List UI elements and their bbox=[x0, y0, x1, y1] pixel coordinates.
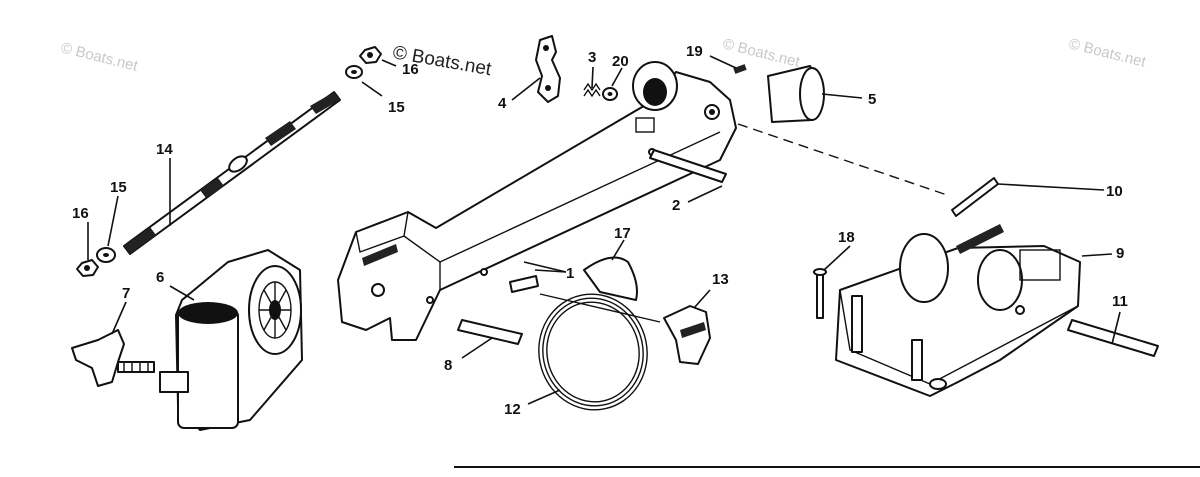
callout-18: 18 bbox=[838, 229, 855, 246]
part-4-hook-latch bbox=[535, 35, 561, 103]
part-7-knob-screw bbox=[71, 329, 155, 387]
callout-9: 9 bbox=[1116, 245, 1124, 262]
main-tilt-arm bbox=[337, 61, 737, 341]
leader-lines bbox=[87, 55, 1121, 405]
callout-15-top: 15 bbox=[388, 99, 405, 116]
callout-20: 20 bbox=[612, 53, 629, 70]
part-15-washer-top bbox=[345, 65, 363, 79]
callout-12: 12 bbox=[504, 401, 521, 418]
part-19-set-screw bbox=[733, 64, 747, 74]
callout-17: 17 bbox=[614, 225, 631, 242]
callout-16-top: 16 bbox=[402, 61, 419, 78]
callout-10: 10 bbox=[1106, 183, 1123, 200]
part-20-washer bbox=[602, 87, 618, 101]
part-15-washer-bottom bbox=[96, 247, 116, 263]
watermark-right: © Boats.net bbox=[1067, 35, 1148, 71]
part-16-nut-bottom bbox=[76, 259, 99, 277]
callout-2: 2 bbox=[672, 197, 680, 214]
part-8-pin bbox=[457, 319, 523, 345]
part-16-nut-top bbox=[359, 46, 382, 64]
callout-11: 11 bbox=[1112, 293, 1128, 310]
part-18-screw bbox=[813, 268, 827, 319]
watermark-small: © Boats.net bbox=[721, 35, 802, 71]
callout-14: 14 bbox=[156, 141, 173, 158]
callout-19: 19 bbox=[686, 43, 703, 60]
part-10-key bbox=[951, 177, 999, 217]
callout-5: 5 bbox=[868, 91, 876, 108]
watermark-left: © Boats.net bbox=[59, 39, 140, 75]
callout-3: 3 bbox=[588, 49, 596, 66]
part-12-cable bbox=[538, 293, 661, 411]
part-6-bracket bbox=[159, 249, 303, 431]
callout-15-bottom: 15 bbox=[110, 179, 127, 196]
part-14-threaded-rod bbox=[123, 91, 341, 255]
callout-7: 7 bbox=[122, 285, 130, 302]
part-2-pin bbox=[649, 149, 727, 183]
part-3-spring bbox=[583, 82, 601, 98]
part-13-handle bbox=[663, 305, 711, 365]
callout-13: 13 bbox=[712, 271, 729, 288]
callout-8: 8 bbox=[444, 357, 452, 374]
part-9-base-assembly bbox=[835, 224, 1081, 397]
callout-6: 6 bbox=[156, 269, 164, 286]
part-17-cover bbox=[583, 256, 638, 301]
part-5-roller bbox=[767, 65, 825, 123]
callout-1: 1 bbox=[566, 265, 574, 282]
callout-16-bottom: 16 bbox=[72, 205, 89, 222]
callout-4: 4 bbox=[498, 95, 507, 112]
assembly-dashed-path bbox=[737, 123, 951, 197]
part-1-pin bbox=[509, 275, 539, 293]
